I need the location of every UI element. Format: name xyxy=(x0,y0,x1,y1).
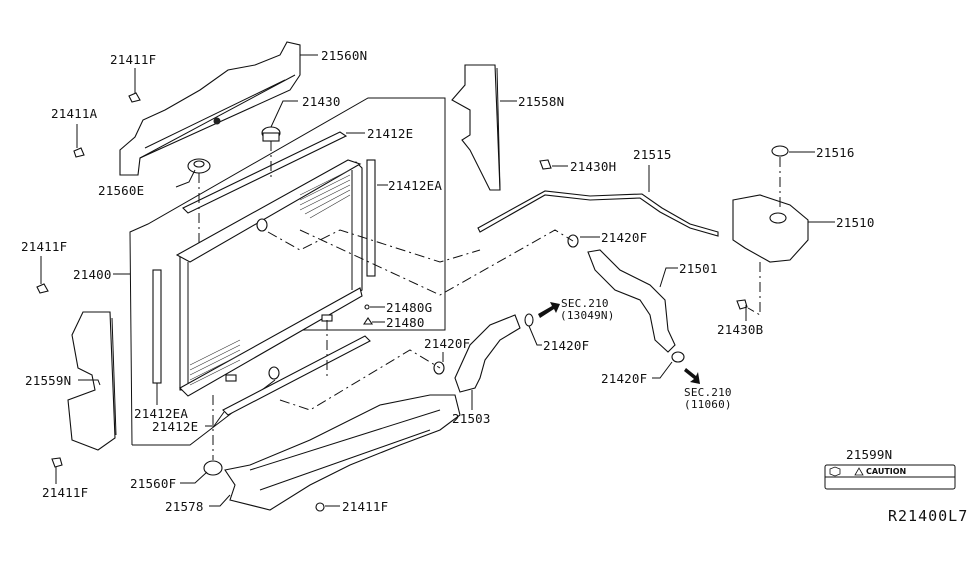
seal-21412EA-left[interactable] xyxy=(152,269,162,384)
callout-label: 21480 xyxy=(386,315,425,330)
mount-21560E[interactable] xyxy=(187,158,211,174)
arrow-icon xyxy=(538,302,560,318)
callout-label: 21412E xyxy=(152,419,199,434)
callout-label: 21560F xyxy=(130,476,177,491)
reservoir-tank-21510[interactable] xyxy=(732,194,809,263)
upper-hose-21501[interactable] xyxy=(587,249,676,353)
callout-label: 21411A xyxy=(51,106,98,121)
callout-label: 21430H xyxy=(570,159,617,174)
bolt-21480[interactable] xyxy=(362,317,374,325)
callout-label: 21420F xyxy=(601,371,648,386)
callout-label: 21400 xyxy=(73,267,112,282)
callout-label: 21516 xyxy=(816,145,855,160)
clip-21430B[interactable] xyxy=(736,299,748,310)
section-ref: (13049N) xyxy=(560,309,615,322)
callout-label: 21510 xyxy=(836,215,875,230)
callout-label: 21558N xyxy=(518,94,565,109)
radiator-21400[interactable] xyxy=(175,159,363,397)
seal-21412E-bottom[interactable] xyxy=(222,335,371,416)
caution-text: CAUTION xyxy=(866,467,907,476)
callout-label: 21420F xyxy=(424,336,471,351)
callout-label: 21412EA xyxy=(134,406,189,421)
callout-label: 21420F xyxy=(601,230,648,245)
clamp-21420F-2[interactable] xyxy=(524,313,534,327)
mount-21560F[interactable] xyxy=(203,460,223,476)
callout-label: 21411F xyxy=(21,239,68,254)
seal-21412EA-right[interactable] xyxy=(366,159,376,277)
lower-shield-21578[interactable] xyxy=(224,394,461,511)
callout-label: 21412E xyxy=(367,126,414,141)
clip-21411F-bottom[interactable] xyxy=(315,502,325,512)
section-ref: SEC.210 xyxy=(561,297,609,310)
callout-label: 21578 xyxy=(165,499,204,514)
seal-21412E-top[interactable] xyxy=(182,131,348,214)
section-ref: SEC.210 xyxy=(684,386,732,399)
radiator-cap-21430[interactable] xyxy=(261,126,281,142)
reservoir-hose-21515[interactable] xyxy=(477,190,719,237)
section-ref: (11060) xyxy=(684,398,732,411)
upper-support-21560N[interactable] xyxy=(119,41,301,176)
callout-label: 21430B xyxy=(717,322,764,337)
clamp-21420F-3[interactable] xyxy=(433,361,445,375)
callout-label: 21430 xyxy=(302,94,341,109)
callout-label: 21559N xyxy=(25,373,72,388)
callout-label: 21503 xyxy=(452,411,491,426)
callout-label: 21599N xyxy=(846,447,893,462)
reference-code: R21400L7 xyxy=(888,507,969,525)
clip-21411F-top[interactable] xyxy=(128,92,141,103)
callout-label: 21420F xyxy=(543,338,590,353)
callout-label: 21515 xyxy=(633,147,672,162)
callout-label: 21560N xyxy=(321,48,368,63)
alignment-lines xyxy=(198,141,781,460)
shroud-21559N[interactable] xyxy=(67,311,117,451)
callout-label: 21411F xyxy=(342,499,389,514)
leader-lines xyxy=(40,54,868,507)
callout-label: 21480G xyxy=(386,300,433,315)
engine-symbol-icon xyxy=(829,466,841,477)
clamp-21420F-4[interactable] xyxy=(671,351,685,363)
callout-label: 21501 xyxy=(679,261,718,276)
clip-21411F-left[interactable] xyxy=(36,283,49,294)
clip-21411A[interactable] xyxy=(73,147,85,158)
warning-triangle-icon xyxy=(854,467,864,476)
callout-label: 21560E xyxy=(98,183,145,198)
lower-hose-21503[interactable] xyxy=(454,314,521,393)
callout-label: 21411F xyxy=(42,485,89,500)
callout-label: 21411F xyxy=(110,52,157,67)
clip-21430H[interactable] xyxy=(539,159,552,170)
callout-label: 21412EA xyxy=(388,178,443,193)
caution-label-21599N[interactable] xyxy=(824,464,956,490)
clip-21411F-bottom-left[interactable] xyxy=(51,457,63,468)
arrow-icon xyxy=(684,368,700,384)
reservoir-cap-21516[interactable] xyxy=(771,145,789,157)
grommet-21480G[interactable] xyxy=(364,304,370,310)
shroud-21558N[interactable] xyxy=(451,64,501,191)
